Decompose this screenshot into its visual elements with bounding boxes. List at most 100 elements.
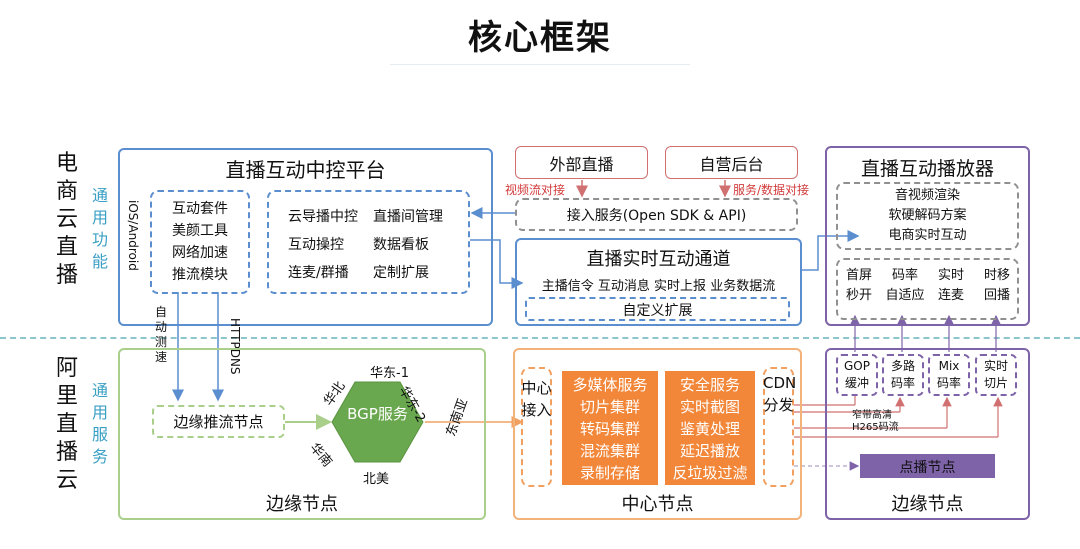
access-service-box — [515, 198, 798, 231]
channel-title: 直播实时互动通道 — [586, 249, 731, 270]
video-stream-label: 视频流对接 — [505, 183, 566, 197]
edge-cell: 实时 切片 — [975, 358, 1017, 392]
region-label: 华东-1 — [370, 366, 409, 381]
edge-node-right-caption: 边缘节点 — [891, 494, 964, 515]
platform-features-col-2: 直播间管理 数据看板 定制扩展 — [373, 203, 443, 287]
control-platform-title: 直播互动中控平台 — [225, 158, 386, 182]
edge-cell-box — [836, 354, 878, 396]
edge-cell: GOP 缓冲 — [836, 358, 878, 392]
cdn-label: CDN分发 — [763, 374, 797, 414]
center-access-box — [521, 367, 552, 487]
player-title: 直播互动播放器 — [860, 158, 994, 180]
edge-cell-line: 码率 — [936, 376, 961, 390]
player-feature: 电商实时互动 — [888, 228, 967, 243]
edge-cell: Mix 码率 — [928, 358, 970, 392]
service-data-label: 服务/数据对接 — [733, 183, 810, 197]
player-feature: 软硬解码方案 — [888, 208, 967, 223]
title-underline — [390, 64, 690, 65]
platform-features-col-1: 云导播中控 互动操控 连麦/群播 — [288, 203, 358, 287]
self-backend-label: 自营后台 — [699, 155, 764, 174]
security-service-item: 反垃圾过滤 — [672, 464, 748, 482]
center-access-label: 中心接入 — [521, 379, 552, 419]
player-cell-line: 时移 — [983, 268, 1010, 283]
bgp-service-label: BGP服务 — [347, 405, 408, 423]
edge-cell-line: 切片 — [983, 376, 1008, 390]
edge-cell-box — [882, 354, 924, 396]
edge-node-left-caption: 边缘节点 — [266, 494, 338, 515]
control-platform-box — [118, 148, 493, 326]
access-service-label: 接入服务(Open SDK & API) — [566, 208, 747, 224]
edge-cell: 多路 码率 — [882, 358, 924, 392]
player-cell: 码率 自适应 — [882, 266, 928, 306]
edge-cell-line: 缓冲 — [844, 376, 869, 390]
edge-push-node-box — [152, 405, 285, 438]
player-cell-line: 自适应 — [885, 288, 925, 303]
edge-cell-line: GOP — [844, 359, 870, 373]
bottom-section-label: 阿里直播云 — [55, 356, 78, 493]
player-cell: 实时 连麦 — [928, 266, 974, 306]
security-service-item: 鉴黄处理 — [679, 420, 740, 438]
feature-item: 直播间管理 — [373, 209, 443, 225]
media-service-item: 转码集群 — [579, 420, 640, 438]
platform-features-group — [267, 190, 470, 294]
player-cell: 时移 回播 — [974, 266, 1020, 306]
layer-separator — [0, 337, 1080, 339]
feature-item: 数据看板 — [373, 237, 429, 253]
media-service-block: 多媒体服务 切片集群 转码集群 混流集群 录制存储 — [562, 371, 658, 485]
player-cell-line: 秒开 — [845, 288, 872, 303]
h265-label: H265码流 — [852, 422, 899, 433]
feature-item: 连麦/群播 — [288, 265, 349, 281]
sdk-item: 美颜工具 — [172, 223, 228, 239]
player-cell-line: 码率 — [891, 268, 918, 283]
sdk-platform-label: iOS/Android — [126, 200, 140, 271]
edge-cell-box — [928, 354, 970, 396]
custom-extension-box — [525, 297, 790, 321]
auto-speed-label: 自动测速 — [155, 305, 168, 364]
security-service-block: 安全服务 实时截图 鉴黄处理 延迟播放 反垃圾过滤 — [665, 371, 755, 485]
security-service-item: 延迟播放 — [679, 442, 740, 460]
region-label: 北美 — [363, 472, 390, 487]
edge-push-node-label: 边缘推流节点 — [173, 413, 264, 431]
media-service-item: 录制存储 — [579, 464, 640, 482]
player-cell-line: 实时 — [937, 268, 964, 283]
sdk-item: 推流模块 — [172, 267, 228, 283]
external-live-label: 外部直播 — [549, 155, 614, 174]
player-feature: 音视频渲染 — [894, 188, 960, 203]
channel-items: 主播信令 互动消息 实时上报 业务数据流 — [541, 279, 776, 294]
custom-extension-label: 自定义扩展 — [622, 303, 693, 319]
edge-cell-line: 实时 — [983, 359, 1008, 373]
channel-box — [515, 238, 802, 326]
player-cell-line: 连麦 — [937, 288, 964, 303]
player-cell-line: 回播 — [983, 288, 1010, 303]
security-service-item: 安全服务 — [679, 376, 740, 394]
player-cell-line: 首屏 — [845, 268, 872, 283]
top-section-label: 电商云直播 — [55, 151, 78, 288]
play-node-label: 点播节点 — [899, 460, 956, 476]
self-backend-box — [665, 146, 798, 179]
edge-cell-line: 码率 — [890, 376, 915, 390]
external-live-box — [515, 146, 648, 179]
feature-item: 互动操控 — [288, 237, 344, 253]
feature-item: 定制扩展 — [373, 265, 429, 281]
page-title: 核心框架 — [468, 18, 612, 58]
narrowband-label: 窄带高清 — [852, 410, 892, 421]
player-cells-group — [836, 258, 1019, 320]
top-section-sublabel: 通用功能 — [91, 186, 108, 271]
feature-item: 云导播中控 — [288, 209, 358, 225]
player-features: 音视频渲染 软硬解码方案 电商实时互动 — [836, 186, 1019, 246]
security-service-item: 实时截图 — [679, 398, 740, 416]
player-box — [825, 146, 1030, 326]
center-node-box — [513, 348, 802, 520]
player-features-group — [836, 182, 1019, 250]
httpdns-label: HTTPDNS — [228, 318, 242, 375]
play-node-box — [860, 454, 995, 478]
media-service-item: 切片集群 — [579, 398, 640, 416]
sdk-item: 网络加速 — [172, 245, 228, 261]
media-service-item: 多媒体服务 — [572, 376, 648, 394]
edge-cell-line: 多路 — [890, 359, 915, 373]
edge-node-left-box — [118, 348, 486, 520]
edge-node-right-box — [825, 348, 1030, 520]
player-cell: 首屏 秒开 — [836, 266, 882, 306]
